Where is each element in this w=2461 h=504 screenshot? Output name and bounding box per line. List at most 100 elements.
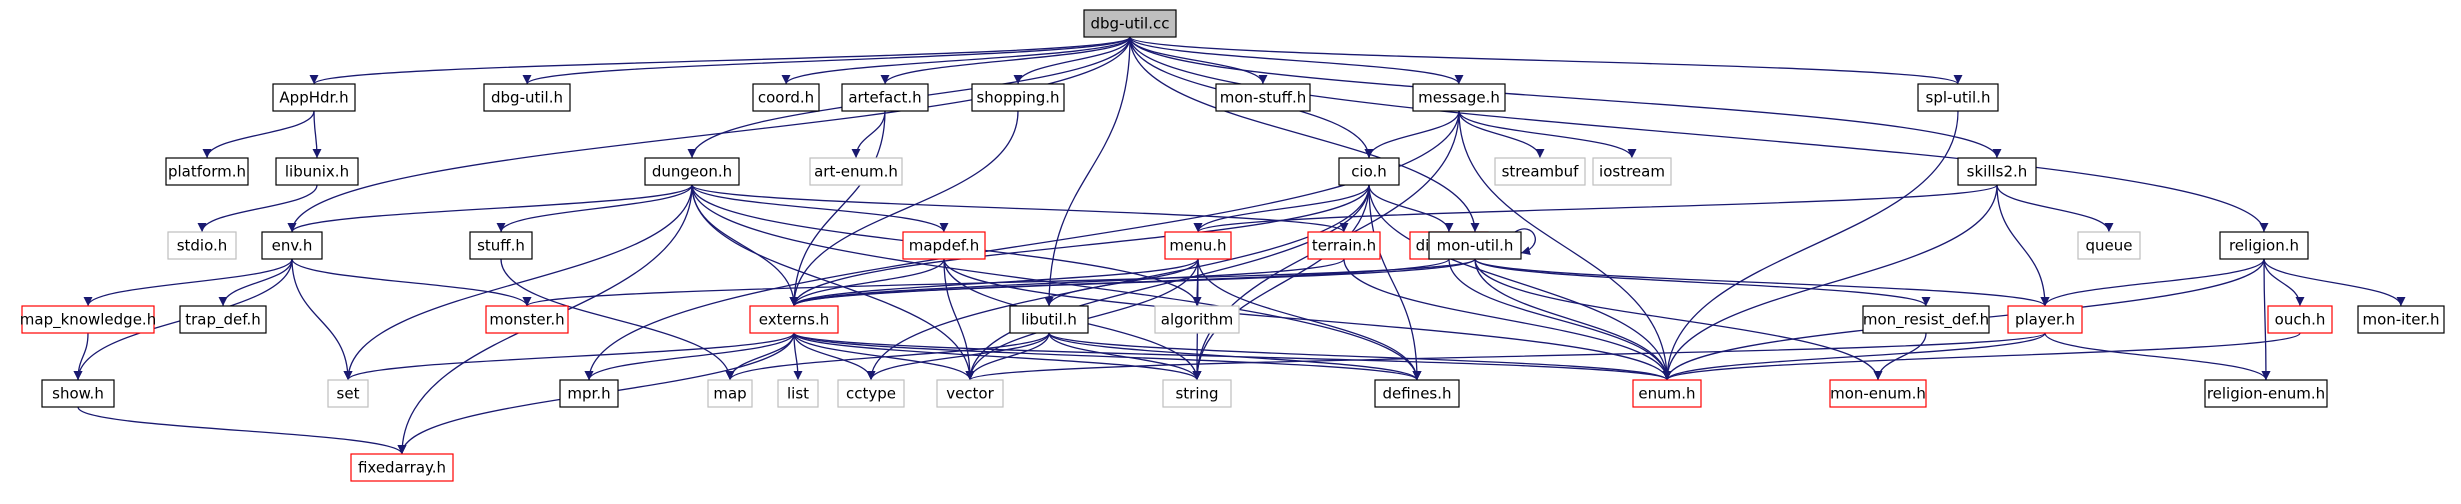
node-list[interactable]: list [777,379,819,408]
node-box [837,379,905,408]
node-trap-def-h[interactable]: trap_def.h [179,305,267,334]
edge-message_h-to-mpr_h [584,110,1460,381]
node-mon-stuff-h[interactable]: mon-stuff.h [1215,83,1311,112]
node-libunix-h[interactable]: libunix.h [275,157,359,186]
node-algorithm[interactable]: algorithm [1154,305,1240,334]
node-map-knowledge-h[interactable]: map_knowledge.h [20,305,156,334]
node-queue[interactable]: queue [2077,231,2141,260]
edge-spl_util_h-to-enum_h [1662,110,1959,381]
edge-message_h-to-enum_h [1458,110,1672,381]
node-label: trap_def.h [185,311,260,330]
edge-dbg_util_cc-to-env_h [287,36,1131,233]
edge-cio_h-to-enum_h [1368,184,1672,381]
node-cctype[interactable]: cctype [837,379,905,408]
node-label: player.h [2015,311,2075,329]
dependency-edges [73,36,2406,455]
node-stuff-h[interactable]: stuff.h [469,231,533,260]
edge-libutil_h-to-map [725,332,1050,381]
node-religion-enum-h[interactable]: religion-enum.h [2204,379,2328,408]
node-label: libunix.h [285,163,349,181]
node-ouch-h[interactable]: ouch.h [2267,305,2333,334]
edge-religion_h-to-mon_iter_h [2263,258,2406,307]
node-label: shopping.h [976,89,1059,107]
node-label: externs.h [759,311,829,329]
node-label: dungeon.h [652,163,732,181]
node-coord-h[interactable]: coord.h [752,83,820,112]
node-message-h[interactable]: message.h [1412,83,1506,112]
node-label: iostream [1599,163,1665,181]
node-religion-h[interactable]: religion.h [2219,231,2309,260]
node-dungeon-h[interactable]: dungeon.h [644,157,740,186]
node-box [167,231,237,260]
node-env-h[interactable]: env.h [261,231,323,260]
edge-env_h-to-monster_h [291,258,532,307]
node-label: stdio.h [177,237,228,255]
node-label: mon-iter.h [2362,311,2439,329]
node-player-h[interactable]: player.h [2007,305,2083,334]
node-box [902,231,986,260]
node-externs-h[interactable]: externs.h [749,305,839,334]
node-mon-iter-h[interactable]: mon-iter.h [2357,305,2445,334]
node-box [1164,231,1232,260]
node-label: religion.h [2229,237,2299,255]
node-dbg-util-h[interactable]: dbg-util.h [483,83,571,112]
node-dbg-util-cc[interactable]: dbg-util.cc [1083,9,1177,38]
edge-env_h-to-set [291,258,353,381]
node-label: cio.h [1351,163,1387,181]
edge-externs_h-to-defines_h [793,332,1422,381]
node-mon-enum-h[interactable]: mon-enum.h [1829,379,1927,408]
node-enum-h[interactable]: enum.h [1632,379,1702,408]
edge-player_h-to-enum_h [1662,332,2046,381]
node-fixedarray-h[interactable]: fixedarray.h [350,453,454,482]
node-libutil-h[interactable]: libutil.h [1009,305,1089,334]
edge-dungeon_h-to-terrain_h [691,184,1349,233]
edge-skills2_h-to-enum_h [1662,184,1998,381]
edge-artefact_h-to-art_enum_h [851,110,886,159]
edge-dungeon_h-to-stuff_h [496,184,693,233]
edge-mon_util_h-to-enum_h [1474,258,1672,381]
node-artefact-h[interactable]: artefact.h [841,83,929,112]
edge-skills2_h-to-player_h [1996,184,2050,307]
node-map[interactable]: map [707,379,753,408]
edge-dbg_util_cc-to-skills2_h [1129,36,2002,159]
node-monster-h[interactable]: monster.h [485,305,569,334]
edge-mapdef_h-to-vector [943,258,975,381]
node-vector[interactable]: vector [936,379,1004,408]
node-spl-util-h[interactable]: spl-util.h [1917,83,1999,112]
node-string[interactable]: string [1162,379,1232,408]
node-box [1592,157,1672,186]
node-defines-h[interactable]: defines.h [1374,379,1460,408]
node-menu-h[interactable]: menu.h [1164,231,1232,260]
node-cio-h[interactable]: cio.h [1338,157,1400,186]
edge-shopping_h-to-externs_h [789,110,1019,307]
node-show-h[interactable]: show.h [41,379,115,408]
node-mpr-h[interactable]: mpr.h [559,379,619,408]
node-box [1338,157,1400,186]
edge-cio_h-to-directn_h [1368,184,1454,233]
node-box [165,157,249,186]
node-shopping-h[interactable]: shopping.h [971,83,1065,112]
node-skills2-h[interactable]: skills2.h [1957,157,2037,186]
node-platform-h[interactable]: platform.h [165,157,249,186]
node-mon-util-h[interactable]: mon-util.h [1428,231,1522,260]
node-stdio-h[interactable]: stdio.h [167,231,237,260]
node-mon-resist-def-h[interactable]: mon_resist_def.h [1862,305,1990,334]
node-set[interactable]: set [327,379,369,408]
node-streambuf[interactable]: streambuf [1494,157,1586,186]
node-box [749,305,839,334]
edge-mon_util_h-to-mon_util_h [1514,228,1536,255]
node-mapdef-h[interactable]: mapdef.h [902,231,986,260]
node-apphdr-h[interactable]: AppHdr.h [272,83,356,112]
node-box [1917,83,1999,112]
edge-dbg_util_cc-to-message_h [1129,36,1464,85]
node-label: AppHdr.h [279,89,348,107]
node-box [21,305,155,334]
node-box [1215,83,1311,112]
node-iostream[interactable]: iostream [1592,157,1672,186]
node-box [1862,305,1990,334]
node-box [1374,379,1460,408]
node-art-enum-h[interactable]: art-enum.h [809,157,903,186]
node-terrain-h[interactable]: terrain.h [1307,231,1381,260]
node-box [936,379,1004,408]
